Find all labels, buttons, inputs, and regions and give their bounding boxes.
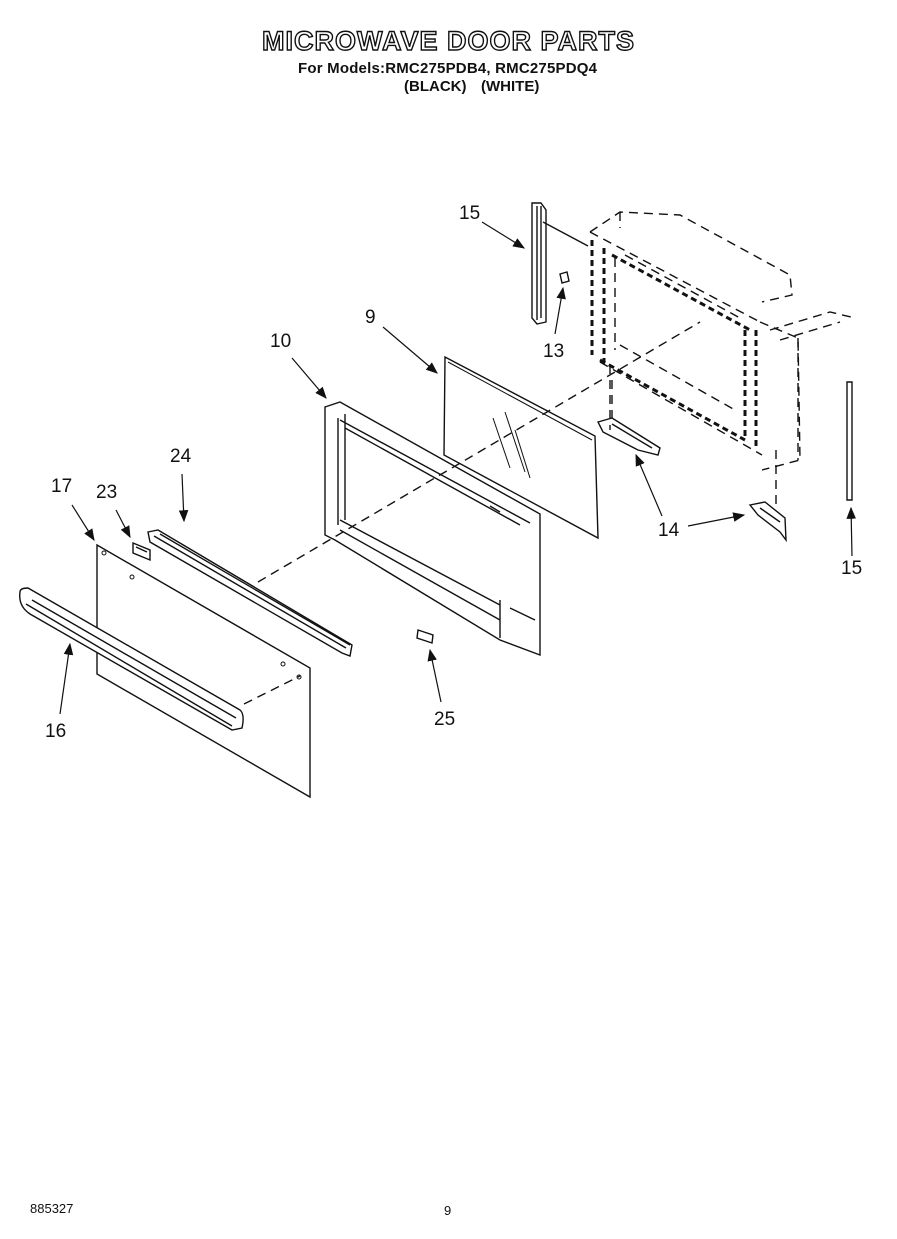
callout-13: 13	[543, 341, 565, 362]
callout-17: 17	[51, 476, 73, 497]
part-16-door-handle	[19, 587, 244, 731]
document-number: 885327	[30, 1201, 74, 1216]
callout-15-top: 15	[459, 203, 481, 224]
callout-leaders	[59, 221, 857, 715]
callout-23: 23	[96, 482, 118, 503]
part-13-clip	[559, 271, 570, 284]
part-10-door-frame	[324, 401, 541, 657]
callout-10: 10	[270, 331, 292, 352]
part-14-hinge-left	[596, 417, 661, 456]
callout-24: 24	[170, 446, 192, 467]
page-title: MICROWAVE DOOR PARTS	[261, 25, 635, 56]
callout-14: 14	[658, 520, 680, 541]
part-9-glass-panel	[443, 355, 599, 540]
part-23-clip	[132, 541, 151, 562]
microwave-cabinet-outline	[589, 211, 856, 471]
assembly-centerline	[243, 321, 777, 705]
callout-9: 9	[365, 307, 376, 328]
callout-25: 25	[434, 709, 456, 730]
part-25-clip	[416, 629, 434, 644]
page-number: 9	[444, 1203, 452, 1218]
part-24-channel-strip	[147, 529, 353, 657]
color-white-label: (WHITE)	[481, 78, 540, 95]
color-black-label: (BLACK)	[404, 78, 467, 95]
callout-16: 16	[45, 721, 67, 742]
callout-15-right: 15	[841, 558, 863, 579]
model-numbers: For Models:RMC275PDB4, RMC275PDQ4	[298, 60, 598, 77]
part-15-seal-strip-top	[531, 202, 589, 325]
part-15-seal-strip-right	[846, 381, 853, 501]
part-14-hinge-right	[748, 501, 787, 543]
